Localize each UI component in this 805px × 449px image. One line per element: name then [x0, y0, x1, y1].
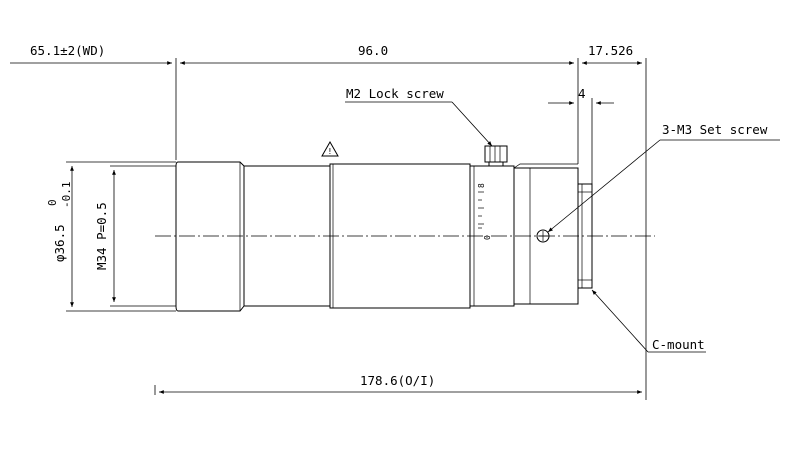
outer-diameter-tol-lower: -0.1: [60, 182, 73, 209]
working-distance-label: 65.1±2(WD): [30, 43, 105, 58]
focus-scale-top-mark: 8: [477, 183, 486, 188]
callout-lock-screw: M2 Lock screw: [345, 86, 493, 147]
extension-lines: [66, 58, 647, 400]
filter-thread-label: M34 P=0.5: [94, 202, 109, 270]
dim-working-distance: 65.1±2(WD): [10, 43, 172, 65]
set-screw-label: 3-M3 Set screw: [662, 122, 768, 137]
callout-c-mount: C-mount: [591, 289, 706, 353]
focus-scale: 8 0: [477, 183, 492, 240]
front-hood: [175, 161, 245, 312]
warning-triangle-icon: !: [321, 140, 339, 157]
outer-diameter-tol-upper: 0: [46, 199, 59, 206]
lock-screw: [484, 145, 508, 167]
callout-set-screw: 3-M3 Set screw: [547, 122, 780, 233]
dim-mount-length: 17.526: [582, 43, 642, 65]
lock-screw-label: M2 Lock screw: [346, 86, 444, 101]
dim-total-length: 178.6(O/I): [159, 373, 642, 394]
focus-scale-bottom-mark: 0: [483, 235, 492, 240]
dim-lens-length: 96.0: [180, 43, 574, 65]
c-mount-label: C-mount: [652, 337, 705, 352]
total-length-label: 178.6(O/I): [360, 373, 435, 388]
dim-filter-thread: M34 P=0.5: [94, 170, 116, 302]
lens-length-label: 96.0: [358, 43, 388, 58]
dim-outer-diameter: φ36.5 0 -0.1: [46, 166, 74, 307]
mount-length-label: 17.526: [588, 43, 633, 58]
outer-diameter-label: φ36.5: [52, 224, 67, 262]
flange-width-label: 4: [578, 86, 586, 101]
svg-text:!: !: [328, 147, 333, 156]
dim-flange-width: 4: [548, 86, 614, 105]
lens-body: 8 0 !: [175, 140, 593, 312]
